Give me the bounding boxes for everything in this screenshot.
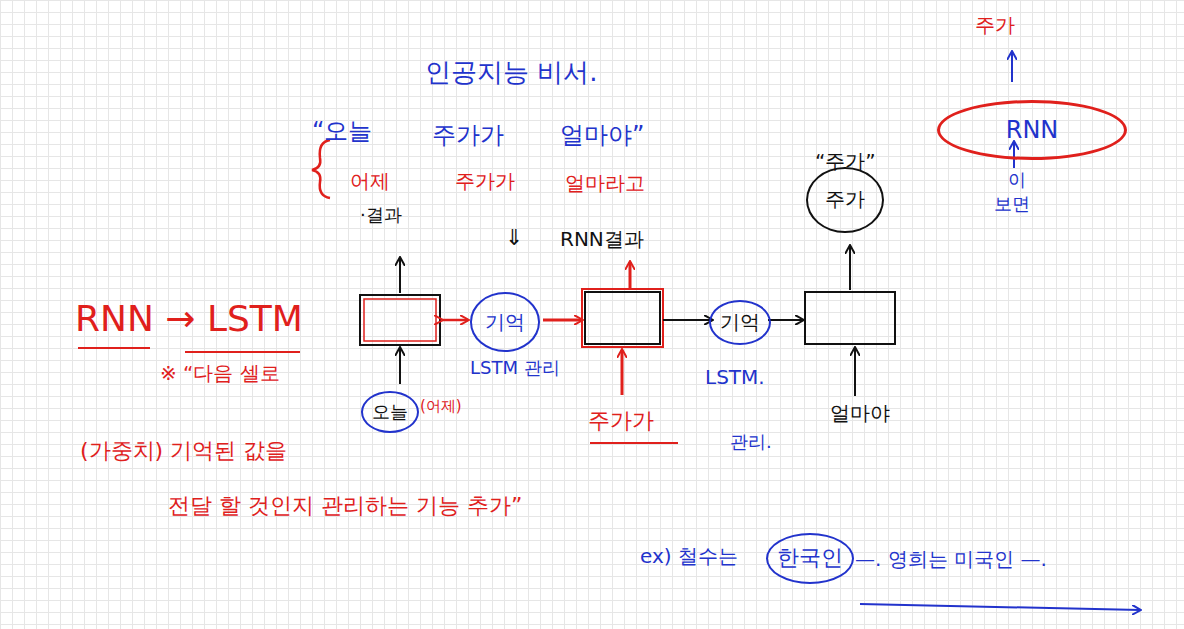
sentence-arrow <box>860 604 1140 610</box>
rnn-loop: RNN <box>937 100 1127 160</box>
lstm-note: 관리. <box>730 432 772 453</box>
heading: 인공지능 비서. <box>425 58 598 88</box>
input-text: 이 <box>1008 170 1026 191</box>
node-text: 기억 <box>720 309 760 336</box>
output-text: 주가 <box>975 14 1015 37</box>
input-text: (어제) <box>420 398 462 415</box>
node-text: 오늘 <box>372 400 408 424</box>
rnn-cell-highlight <box>364 299 436 341</box>
rnn-cell-highlight <box>582 289 663 347</box>
quote-text: 얼마야” <box>560 122 644 150</box>
input-text: 주가가 <box>588 408 654 433</box>
result-text: ·결과 <box>360 205 402 226</box>
input-arrow <box>621 350 624 395</box>
quote-text: 주가가 <box>432 122 504 150</box>
underline <box>590 442 678 444</box>
memory-circle: 기억 <box>709 300 771 345</box>
node-text: RNN <box>1006 116 1059 144</box>
lstm-note: LSTM 관리 <box>470 358 560 379</box>
memory-arrow <box>442 319 468 322</box>
underline <box>78 347 150 349</box>
output-text: “주가” <box>815 150 876 173</box>
memory-circle: 기억 <box>470 292 540 352</box>
node-text: 기억 <box>485 309 525 336</box>
input-text: 보면 <box>994 194 1030 215</box>
rnn-cell <box>585 292 660 344</box>
result-text: RNN결과 <box>560 228 644 251</box>
quote-text: “오늘 <box>312 118 372 146</box>
arrow-symbol: ⇓ <box>505 225 523 250</box>
input-text: 얼마야 <box>830 402 890 425</box>
input-circle: 오늘 <box>361 391 419 433</box>
note-text: 전달 할 것인지 관리하는 기능 추가” <box>168 493 522 518</box>
input-arrow <box>1013 142 1015 168</box>
rnn-cell <box>805 292 895 344</box>
output-arrow <box>1011 52 1013 82</box>
example-text: —. 영희는 미국인 —. <box>855 548 1047 571</box>
underline <box>185 351 300 353</box>
memory-arrow <box>768 319 803 321</box>
output-arrow <box>629 262 632 288</box>
output-arrow <box>849 246 851 290</box>
note-text: (가중치) 기억된 값을 <box>80 438 287 463</box>
red-text: 어제 <box>350 170 390 193</box>
note-text: ※ “다음 셀로 <box>160 362 280 385</box>
red-text: 주가가 <box>455 170 515 193</box>
output-circle: 주가 <box>806 167 884 233</box>
input-arrow <box>399 348 401 384</box>
rnn-cell <box>360 295 440 345</box>
lstm-note: LSTM. <box>705 366 765 389</box>
node-text: 한국인 <box>777 543 843 573</box>
output-arrow <box>399 258 401 293</box>
curly-brace <box>312 140 330 198</box>
red-text: 얼마라고 <box>565 172 645 195</box>
input-arrow <box>854 348 856 396</box>
title-text: RNN → LSTM <box>75 298 303 339</box>
memory-arrow <box>663 319 712 321</box>
example-circle: 한국인 <box>766 533 854 584</box>
node-text: 주가 <box>825 186 865 213</box>
example-text: ex) 철수는 <box>640 545 738 568</box>
memory-arrow <box>543 319 582 322</box>
